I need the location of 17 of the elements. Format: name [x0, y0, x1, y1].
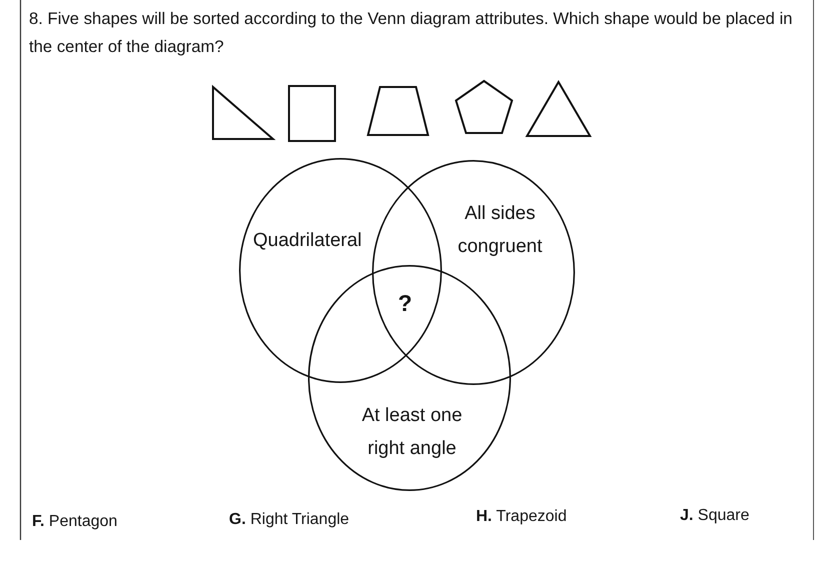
square-icon [288, 85, 336, 142]
venn-circle [308, 265, 511, 491]
right-triangle-icon [212, 86, 274, 140]
question-mark: ? [398, 289, 412, 318]
venn-circle [372, 160, 575, 385]
answer-choice: H. Trapezoid [476, 507, 567, 527]
pentagon-icon [455, 80, 513, 134]
set-label: Quadrilateral [253, 229, 362, 253]
answer-choice: G. Right Triangle [229, 510, 350, 530]
answer-choice: J. Square [680, 506, 750, 526]
triangle-icon [526, 81, 591, 137]
answer-choice: F. Pentagon [32, 512, 118, 532]
trapezoid-icon [367, 86, 429, 136]
venn-circle [239, 158, 442, 383]
set-label: At least one right angle [360, 404, 464, 461]
set-label: All sides congruent [456, 202, 544, 259]
question-text: 8. Five shapes will be sorted according to the Venn diagram attributes. Which shape would be placed in the center of the diagram? [29, 8, 794, 58]
